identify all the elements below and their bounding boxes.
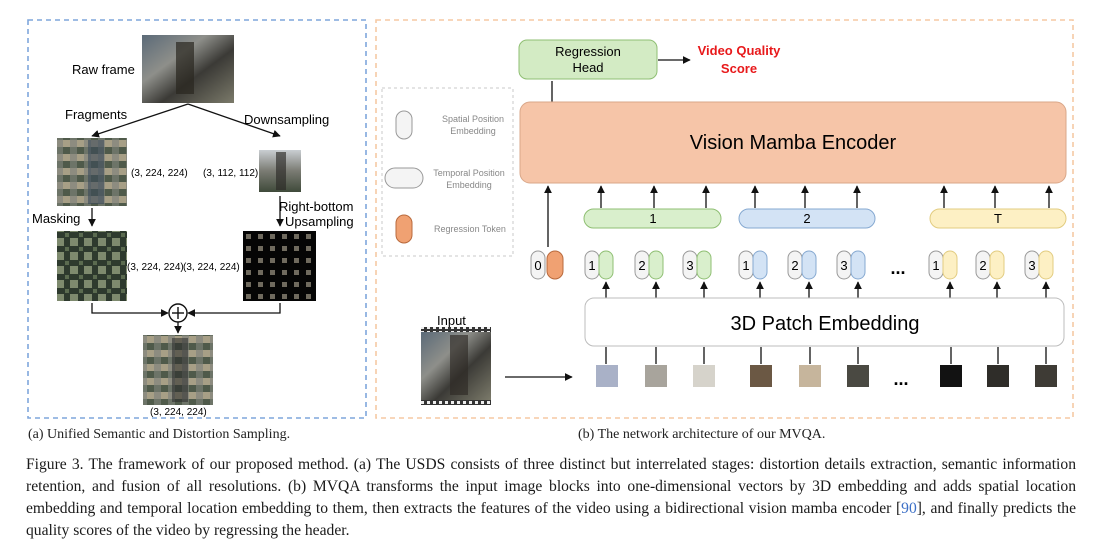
panel-b-frame — [375, 19, 1074, 419]
regression-head — [518, 39, 658, 80]
legend-spatial-line2: Embedding — [450, 126, 496, 136]
svg-text:3: 3 — [686, 258, 693, 273]
panel-a-caption: (a) Unified Semantic and Distortion Samp… — [28, 427, 291, 442]
legend-spatial-line1: Spatial Position — [442, 114, 504, 124]
regression-token-index: 0 — [534, 258, 541, 273]
input-label: Input — [437, 313, 466, 328]
fragments-label: Fragments — [65, 107, 128, 122]
3d-patch-embedding — [584, 297, 1065, 347]
masked-image — [57, 231, 127, 301]
right-bottom-label: Right-bottom — [279, 199, 353, 214]
legend-regression-token: Regression Token — [434, 224, 506, 234]
upsampled-shape: (3, 224, 224) — [183, 262, 240, 273]
legend-temporal-line1: Temporal Position — [433, 168, 505, 178]
video-quality-score-line2: Score — [721, 61, 757, 76]
temporal-group-T-label: T — [994, 211, 1002, 226]
fused-shape: (3, 224, 224) — [150, 407, 207, 418]
upsampling-label: Upsampling — [285, 214, 354, 229]
temporal-group-1-label: 1 — [649, 211, 656, 226]
panel-b-caption: (b) The network architecture of our MVQA… — [578, 427, 826, 442]
svg-text:2: 2 — [791, 258, 798, 273]
regression-token-index-cap — [530, 250, 546, 280]
temporal-group-2-label: 2 — [803, 211, 810, 226]
regression-head-line1: Regression — [555, 44, 621, 59]
temporal-legend-icon — [384, 167, 424, 189]
spatial-legend-icon — [395, 110, 413, 140]
temporal-group-T — [929, 208, 1067, 229]
group-2-tokens: 1 2 3 — [738, 250, 866, 280]
regression-head-line2: Head — [572, 60, 603, 75]
svg-text:2: 2 — [979, 258, 986, 273]
group-1-tokens: 1 2 3 — [584, 250, 712, 280]
input-patches — [596, 365, 1057, 387]
upsampled-image — [243, 231, 316, 301]
temporal-group-2 — [738, 208, 876, 229]
patch-embedding-label: 3D Patch Embedding — [730, 313, 919, 335]
token-ellipsis: ... — [890, 258, 905, 278]
citation-link[interactable]: 90 — [901, 500, 917, 517]
video-quality-score-line1: Video Quality — [698, 43, 782, 58]
svg-text:1: 1 — [932, 258, 939, 273]
figure-caption-text: Figure 3. The framework of our proposed … — [26, 456, 1076, 517]
regression-token — [546, 250, 564, 280]
figure-caption-text-end: ], and finally predicts the quality scor… — [26, 500, 1076, 539]
legend-temporal-line2: Embedding — [446, 180, 492, 190]
svg-text:1: 1 — [742, 258, 749, 273]
svg-text:3: 3 — [840, 258, 847, 273]
panel-a-frame — [27, 19, 367, 419]
svg-text:1: 1 — [588, 258, 595, 273]
fragments-shape: (3, 224, 224) — [131, 168, 188, 179]
svg-text:3: 3 — [1028, 258, 1035, 273]
temporal-group-1 — [583, 208, 722, 229]
regression-token-legend-icon — [395, 214, 413, 244]
downsampled-shape: (3, 112, 112) — [203, 168, 258, 179]
patch-ellipsis: ... — [893, 369, 908, 389]
raw-frame-label: Raw frame — [72, 62, 135, 77]
vision-mamba-encoder — [519, 101, 1067, 184]
encoder-label: Vision Mamba Encoder — [690, 132, 897, 154]
svg-text:2: 2 — [638, 258, 645, 273]
downsampling-label: Downsampling — [244, 112, 329, 127]
group-T-tokens: 1 2 3 — [928, 250, 1054, 280]
figure-caption: Figure 3. The framework of our proposed … — [26, 454, 1076, 542]
masked-shape: (3, 224, 224) — [127, 262, 184, 273]
masking-label: Masking — [32, 211, 80, 226]
